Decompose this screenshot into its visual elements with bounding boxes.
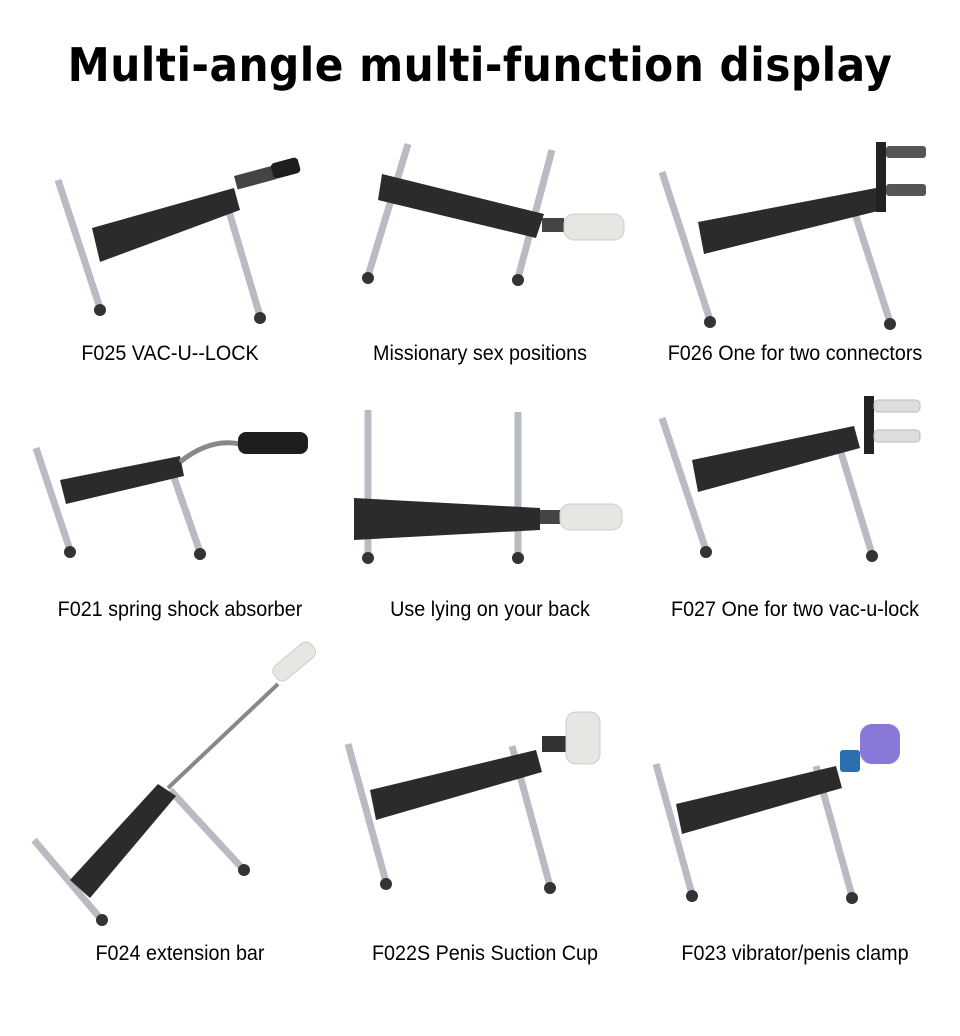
machine-illustration-icon: [652, 724, 900, 904]
machine-illustration-icon: [31, 641, 316, 926]
product-caption: F023 vibrator/penis clamp: [681, 942, 909, 965]
product-cell-f021: F021 spring shock absorber: [20, 390, 340, 630]
machine-illustration-icon: [54, 157, 301, 324]
product-cell-f024: F024 extension bar: [20, 640, 340, 970]
product-caption: F022S Penis Suction Cup: [371, 942, 599, 965]
product-caption: F025 VAC-U--LOCK: [81, 342, 259, 365]
machine-illustration-icon: [32, 432, 308, 560]
product-cell-f027: F027 One for two vac-u-lock: [640, 390, 950, 630]
product-caption: F024 extension bar: [95, 942, 265, 965]
product-caption: F027 One for two vac-u-lock: [671, 598, 919, 621]
product-cell-f023: F023 vibrator/penis clamp: [640, 640, 950, 970]
product-caption: Missionary sex positions: [373, 342, 587, 365]
product-image: [20, 130, 320, 330]
product-image: [640, 390, 950, 590]
product-image: [20, 640, 340, 930]
product-cell-f025: F025 VAC-U--LOCK: [20, 130, 320, 370]
product-cell-f026: F026 One for two connectors: [640, 130, 950, 370]
product-caption: Use lying on your back: [390, 598, 590, 621]
product-image: [330, 130, 630, 330]
machine-illustration-icon: [362, 142, 625, 286]
product-image: [340, 390, 640, 590]
product-image: [330, 640, 640, 930]
product-image: [640, 640, 950, 930]
product-cell-lying: Use lying on your back: [340, 390, 640, 630]
product-image: [20, 390, 340, 590]
page-title: Multi-angle multi-function display: [67, 38, 893, 92]
product-image: [640, 130, 950, 330]
product-caption: F026 One for two connectors: [667, 342, 923, 365]
product-cell-f022s: F022S Penis Suction Cup: [330, 640, 640, 970]
product-cell-missionary: Missionary sex positions: [330, 130, 630, 370]
machine-illustration-icon: [344, 711, 601, 894]
machine-illustration-icon: [354, 410, 623, 564]
product-caption: F021 spring shock absorber: [57, 598, 303, 621]
machine-illustration-icon: [658, 396, 921, 562]
machine-illustration-icon: [658, 142, 926, 330]
